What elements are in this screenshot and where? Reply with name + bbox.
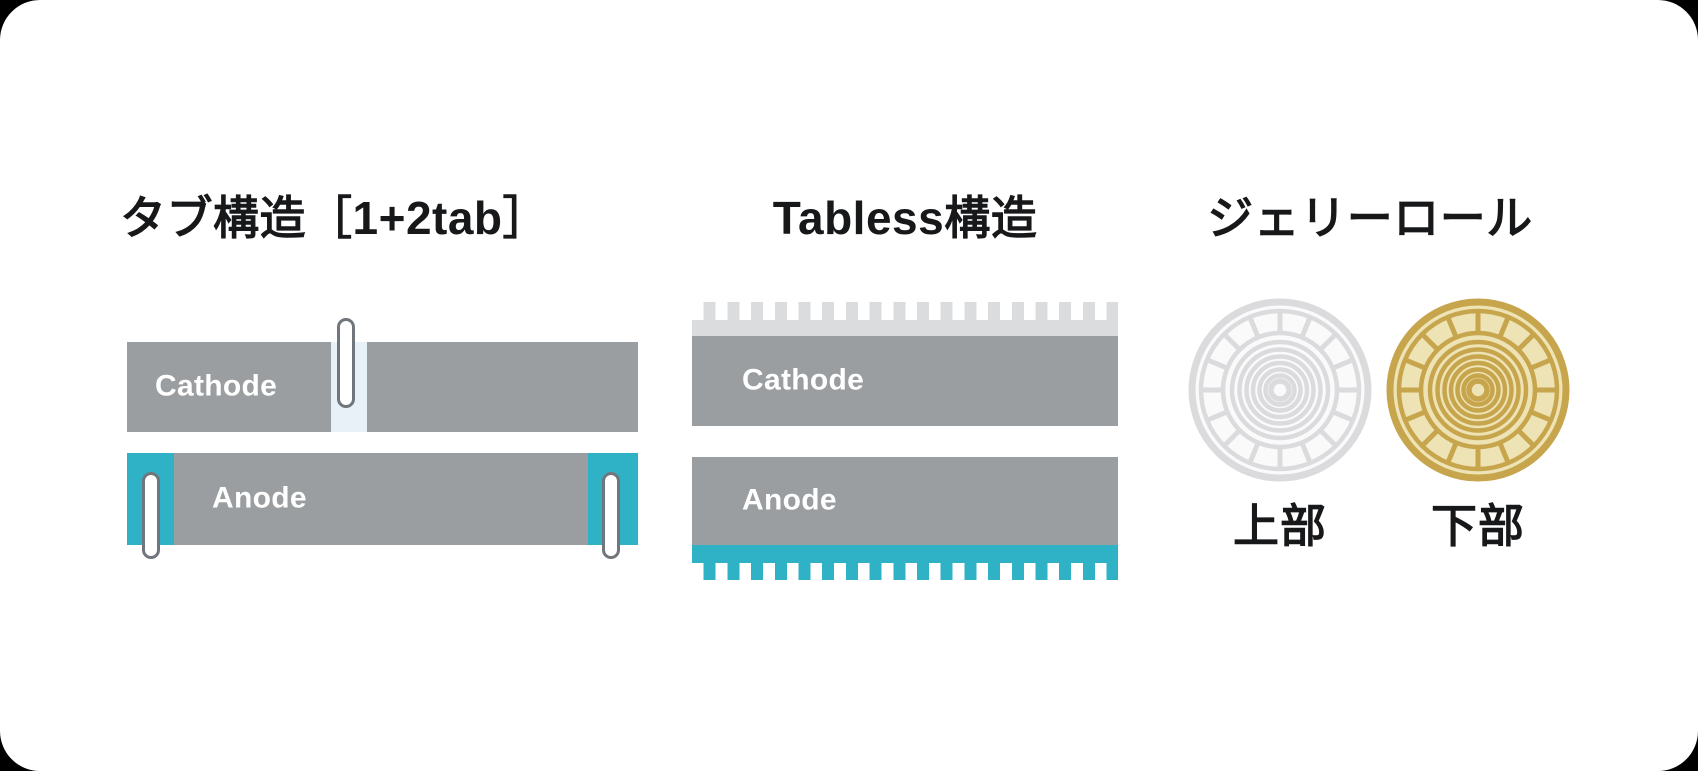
anode-collector-strip-bottom	[692, 545, 1118, 563]
tabless-structure-title: Tabless構造	[772, 192, 1038, 244]
tab-cathode-label: Cathode	[155, 369, 278, 403]
jellyroll-bottom-view-icon	[1386, 298, 1570, 482]
tab-cathode-bar: Cathode	[127, 318, 638, 432]
tabless-cathode-label: Cathode	[742, 363, 865, 397]
tab-structure-title: タブ構造［1+2tab］	[120, 192, 550, 244]
tabless-cathode-group: Cathode	[692, 302, 1118, 426]
tab-anode-bar: Anode	[127, 453, 638, 559]
tabless-anode-bar: Anode	[692, 457, 1118, 545]
anode-tab-pill-left	[142, 472, 160, 559]
jellyroll-top-label: 上部	[1233, 500, 1327, 552]
jellyroll-title: ジェリーロール	[1207, 192, 1533, 244]
cathode-collector-teeth	[692, 302, 1118, 320]
cathode-tab-pill	[337, 318, 355, 408]
cathode-collector-strip	[692, 320, 1118, 336]
tabless-cathode-bar: Cathode	[692, 336, 1118, 426]
tabless-anode-label: Anode	[742, 483, 837, 517]
tabless-anode-group: Anode	[692, 457, 1118, 580]
jellyroll-top-view-icon	[1188, 298, 1372, 482]
anode-collector-teeth	[692, 563, 1118, 580]
anode-tab-pill-right	[602, 472, 620, 559]
jellyroll-bottom-label: 下部	[1431, 500, 1525, 552]
tab-anode-label: Anode	[212, 481, 307, 515]
